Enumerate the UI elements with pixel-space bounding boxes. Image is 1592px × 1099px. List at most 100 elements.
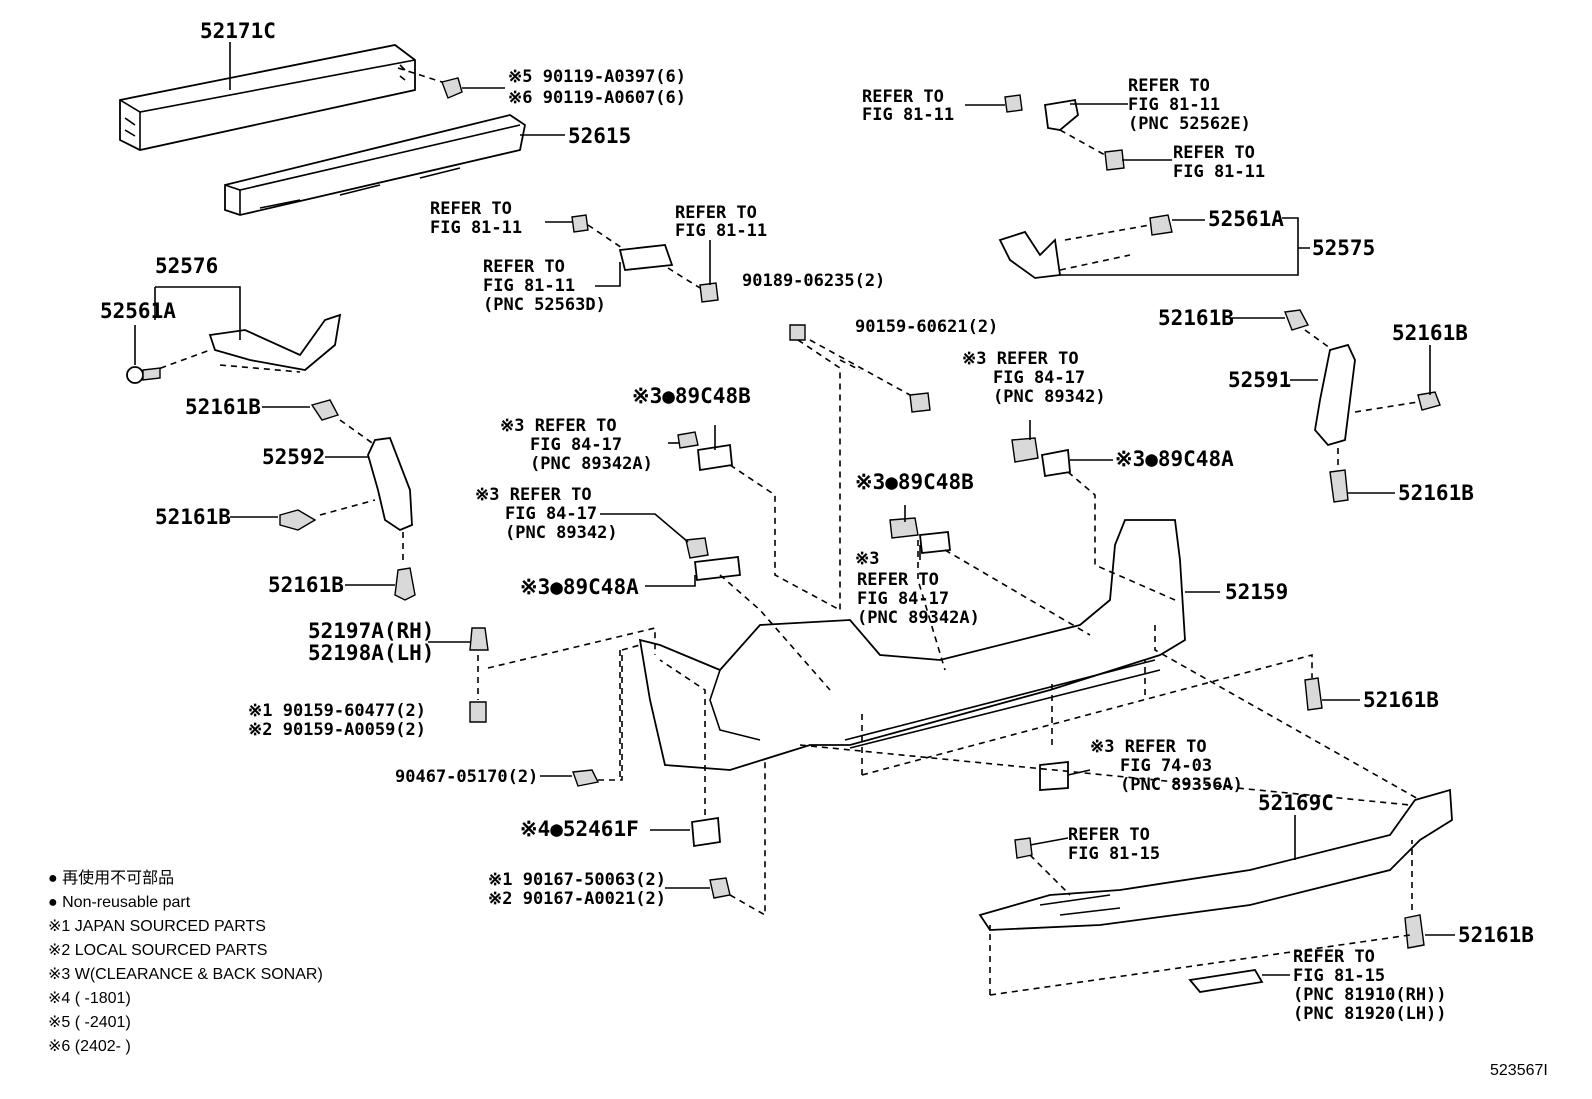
assembly-lines: [487, 625, 1421, 996]
svg-text:REFER TO: REFER TO: [1128, 76, 1210, 96]
svg-text:(PNC 89356A): (PNC 89356A): [1120, 775, 1243, 795]
refer-to-84-17-b: ※3 REFER TO FIG 84-17 (PNC 89342): [475, 485, 618, 543]
label-89C48A-2: ※3●89C48A: [1115, 447, 1234, 471]
pad-icon: [691, 760, 1069, 848]
svg-text:※3 REFER TO: ※3 REFER TO: [500, 416, 617, 436]
right-bracket-shape: [998, 214, 1173, 279]
refer-to-84-17-c: ※3 REFER TO FIG 84-17 (PNC 89342): [962, 349, 1106, 407]
svg-text:REFER TO: REFER TO: [1293, 947, 1375, 967]
svg-text:※3 REFER TO: ※3 REFER TO: [475, 485, 592, 505]
svg-text:REFER TO: REFER TO: [1173, 143, 1255, 163]
label-89C48B-2: ※3●89C48B: [855, 470, 974, 494]
label-52161B-c: 52161B: [268, 573, 344, 597]
label-52561A-right: 52561A: [1208, 207, 1284, 231]
label-bolt-2: ※6 90119-A0607(6): [508, 88, 686, 108]
legend-line-6: ※4 ( -1801): [48, 990, 131, 1007]
svg-text:REFER TO: REFER TO: [483, 257, 565, 277]
label-52197A: 52197A(RH): [308, 619, 434, 643]
legend-line-2: ● Non-reusable part: [48, 894, 191, 911]
bumper-reinforcement-shape: [119, 44, 416, 151]
legend-line-3: ※1 JAPAN SOURCED PARTS: [48, 918, 266, 935]
svg-text:FIG 81-11: FIG 81-11: [430, 218, 522, 238]
label-52161B-g: 52161B: [1363, 688, 1439, 712]
label-screw-1: ※1 90159-60477(2): [248, 701, 426, 721]
label-52198A: 52198A(LH): [308, 641, 434, 665]
svg-text:※3 REFER TO: ※3 REFER TO: [962, 349, 1079, 369]
label-90467: 90467-05170(2): [395, 767, 538, 787]
label-89C48B-1: ※3●89C48B: [632, 384, 751, 408]
legend-line-5: ※3 W(CLEARANCE & BACK SONAR): [48, 966, 323, 983]
refer-to-81-11-e: REFER TO FIG 81-11 (PNC 52562E): [1128, 76, 1251, 134]
svg-text:REFER TO: REFER TO: [675, 203, 757, 223]
svg-text:(PNC 89342A): (PNC 89342A): [857, 608, 980, 628]
upper-center-bracket-shape: [571, 214, 719, 303]
svg-text:(PNC 81920(LH)): (PNC 81920(LH)): [1293, 1004, 1447, 1024]
label-52161B-d: 52161B: [1158, 306, 1234, 330]
refer-to-84-17-d: ※3 REFER TO FIG 84-17 (PNC 89342A): [855, 549, 980, 628]
bolt-icon: [397, 67, 505, 99]
clip-90167-icon: [709, 720, 766, 917]
svg-text:FIG 84-17: FIG 84-17: [530, 435, 622, 455]
left-bracket-shape: [126, 313, 342, 384]
label-52591: 52591: [1228, 368, 1291, 392]
svg-text:FIG 84-17: FIG 84-17: [993, 368, 1085, 388]
lower-clips-icon: [1304, 677, 1425, 949]
label-52161B-a: 52161B: [185, 395, 261, 419]
svg-text:REFER TO: REFER TO: [862, 87, 944, 107]
svg-text:(PNC 89342): (PNC 89342): [993, 387, 1106, 407]
svg-text:FIG 84-17: FIG 84-17: [857, 589, 949, 609]
label-90189: 90189-06235(2): [742, 271, 885, 291]
label-89C48A-1: ※3●89C48A: [520, 575, 639, 599]
refer-to-81-15-b: REFER TO FIG 81-15 (PNC 81910(RH)) (PNC …: [1293, 947, 1447, 1024]
refer-to-81-11-b: REFER TO FIG 81-11: [675, 203, 767, 241]
lower-spoiler-shape: [978, 788, 1453, 993]
label-clip-2: ※2 90167-A0021(2): [488, 889, 666, 909]
side-retainer-right-shape: [1284, 309, 1441, 503]
svg-text:FIG 81-11: FIG 81-11: [675, 221, 767, 241]
refer-to-81-11-f: REFER TO FIG 81-11: [1173, 143, 1265, 182]
svg-text:FIG 81-15: FIG 81-15: [1068, 844, 1160, 864]
label-52161B-h: 52161B: [1458, 923, 1534, 947]
label-52461F: ※4●52461F: [520, 817, 639, 841]
legend-line-8: ※6 (2402- ): [48, 1038, 131, 1055]
screw-icon: [572, 644, 641, 787]
diagram-id: 523567I: [1490, 1062, 1548, 1079]
svg-text:(PNC 89342): (PNC 89342): [505, 523, 618, 543]
svg-text:FIG 84-17: FIG 84-17: [505, 504, 597, 524]
svg-text:(PNC 89342A): (PNC 89342A): [530, 454, 653, 474]
svg-text:(PNC 52562E): (PNC 52562E): [1128, 114, 1251, 134]
label-52561A-left: 52561A: [100, 299, 176, 323]
label-clip-1: ※1 90167-50063(2): [488, 870, 666, 890]
svg-text:(PNC 52563D): (PNC 52563D): [483, 295, 606, 315]
refer-to-81-11-a: REFER TO FIG 81-11: [430, 199, 522, 238]
clip-icon: [279, 399, 416, 601]
legend-line-1: ● 再使用不可部品: [48, 869, 174, 887]
svg-text:REFER TO: REFER TO: [857, 570, 939, 590]
side-retainer-left-shape: [319, 419, 413, 565]
refer-to-81-15-a: REFER TO FIG 81-15: [1068, 825, 1160, 864]
svg-text:FIG 81-11: FIG 81-11: [862, 105, 954, 125]
label-52575: 52575: [1312, 236, 1375, 260]
refer-to-81-11-d: REFER TO FIG 81-11: [862, 87, 954, 125]
legend-line-4: ※2 LOCAL SOURCED PARTS: [48, 942, 267, 959]
svg-text:FIG 81-15: FIG 81-15: [1293, 966, 1385, 986]
center-bolts-icon: [789, 324, 931, 610]
upper-right-bracket-shape: [1004, 94, 1125, 171]
sonar-bracket-icon: [677, 431, 1176, 691]
stud-bolt-icon: [469, 627, 489, 723]
legend: ● 再使用不可部品 ● Non-reusable part ※1 JAPAN S…: [48, 869, 323, 1055]
energy-absorber-shape: [224, 114, 527, 216]
svg-text:REFER TO: REFER TO: [1068, 825, 1150, 845]
label-52576: 52576: [155, 254, 218, 278]
svg-text:FIG 74-03: FIG 74-03: [1120, 756, 1212, 776]
label-52159: 52159: [1225, 580, 1288, 604]
label-52171C: 52171C: [200, 19, 276, 43]
label-52592: 52592: [262, 445, 325, 469]
rear-bumper-cover-shape: [638, 519, 1186, 771]
leader-lines: [134, 42, 1455, 976]
svg-text:REFER TO: REFER TO: [430, 199, 512, 219]
svg-text:※3: ※3: [855, 549, 879, 569]
label-52161B-e: 52161B: [1392, 321, 1468, 345]
svg-text:(PNC 81910(RH)): (PNC 81910(RH)): [1293, 985, 1447, 1005]
